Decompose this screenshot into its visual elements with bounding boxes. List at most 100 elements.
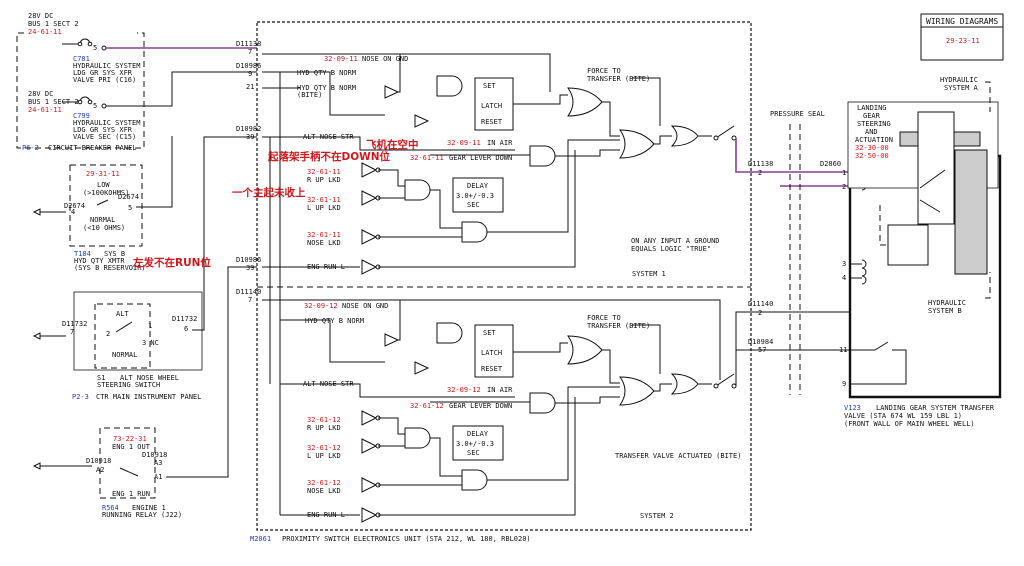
s1-air: IN AIR [487,139,513,147]
relay-run: ENG 1 RUN [112,490,150,498]
in-wire6: D11140 [236,288,261,296]
cb-panel-ref: P6-2 [22,144,39,152]
lg-ref1: 32-30-00 [855,144,889,152]
in-wire2: D10986 [236,62,261,70]
xmtr-desc3: (SYS B RESERVOIR) [74,264,146,272]
relay-wire2: D10918 [142,451,167,459]
cb1-voltage: 28V DC [28,12,53,20]
cb1-ref: 24-61-11 [28,28,62,36]
xmtr-low: LOW [97,181,110,189]
coil-2 [861,259,867,285]
lg2: GEAR [863,112,881,120]
steer-desc1: ALT NOSE WHEEL [120,374,179,382]
steer-nc: 3 NC [142,339,159,347]
xmtr-ground-arrow [32,208,66,216]
s1-hyd: HYD QTY B NORM [297,69,356,77]
out-wire4: D10984 [748,338,773,346]
hyd-a1: HYDRAULIC [940,76,978,84]
s1-n-ref: 32-61-11 [307,231,341,239]
pseu-name: PROXIMITY SWITCH ELECTRONICS UNIT (STA 2… [282,535,531,543]
steer-panel [73,291,203,371]
s2-l-ref: 32-61-12 [307,444,341,452]
relay-ref: 73-22-31 [113,435,147,443]
in-wire5: D10986 [236,256,261,264]
relay-a3: A3 [154,459,162,467]
s1-set: SET [483,82,496,90]
s1-n: NOSE LKD [307,239,341,247]
xmtr-wire2: D2674 [118,193,139,201]
feed-wire-2 [106,71,262,107]
s2-delay [452,425,504,461]
lg5: ACTUATION [855,136,893,144]
steer-switch-outline [94,303,151,369]
s1-l-ref: 32-61-11 [307,196,341,204]
pressure-seal: PRESSURE SEAL [770,110,825,118]
xmtr-wire1: D2674 [64,202,85,210]
s2-nog-ref: 32-09-12 [304,302,338,310]
cb2-pin: 5 [93,102,97,110]
relay-a1: A1 [154,473,162,481]
s2-reset: RESET [481,365,503,373]
relay-outline [99,427,156,499]
relay-desc2: RUNNING RELAY (J22) [102,511,182,519]
system2-label: SYSTEM 2 [640,512,674,520]
s2-lever-ref: 32-61-12 [410,402,444,410]
cb2-id: C799 [73,112,90,120]
steer-panel-ref: P2-3 [72,393,89,401]
note-in-air: 飞机在空中 [366,138,419,151]
valve-pin3: 3 [842,260,846,268]
relay-label: ENG 1 OUT [112,443,151,451]
s1-bite: (BITE) [297,91,322,99]
s1-nog: NOSE ON GND [362,55,408,63]
logic-note1: ON ANY INPUT A GROUND [631,237,720,245]
system1-label: SYSTEM 1 [632,270,666,278]
steer-wire2: D11732 [172,315,197,323]
cb1-symbol [62,38,91,45]
valve-spool [917,111,955,225]
steer-id: S1 [97,374,105,382]
s1-nog-ref: 32-09-11 [324,55,358,63]
hyd-b1: HYDRAULIC [928,299,966,307]
out-pin1: 2 [758,169,762,177]
header-title: WIRING DIAGRAMS [926,17,998,26]
out-pin4: 57 [758,346,766,354]
relay-id: R564 [102,504,119,512]
steer-panel-name: CTR MAIN INSTRUMENT PANEL [96,393,201,401]
s2-lever: GEAR LEVER DOWN [449,402,512,410]
s2-nog: NOSE ON GND [342,302,388,310]
s2-delay2: 3.0+/-0.3 [456,440,494,448]
s1-hyd2: HYD QTY B NORM [297,84,356,92]
cb2-desc3: VALVE SEC (C15) [73,133,136,141]
cb2-desc1: HYDRAULIC SYSTEM [73,119,140,127]
xmtr-low2: (>100KOHMS) [83,189,129,197]
out-wire2: D2860 [820,160,841,168]
cb1-desc3: VALVE PRI (C16) [73,76,136,84]
steer-pin6: 6 [184,325,188,333]
xmtr-normal: NORMAL [90,216,115,224]
cb2-bus: BUS 1 SECT 2 [28,98,79,106]
s1-reset: RESET [481,118,503,126]
s2-r: R UP LKD [307,424,341,432]
s1-air-ref: 32-09-11 [447,139,481,147]
xmtr-pin5: 5 [128,204,132,212]
header-box [920,13,1004,61]
s2-force1: FORCE TO [587,314,621,322]
cb1-desc2: LDG GR SYS XFR [73,69,133,77]
cb2-voltage: 28V DC [28,90,53,98]
relay-a2: A2 [96,466,104,474]
cb-panel-name: CIRCUIT BREAKER PANEL [48,144,137,152]
note-lever: 起落架手柄不在DOWN位 [267,150,391,163]
selector-block [887,224,929,266]
xmtr-desc1: SYS B [104,250,125,258]
valve-desc3: (FRONT WALL OF MAIN WHEEL WELL) [844,420,975,428]
lg4: AND [865,128,878,136]
s1-delay3: SEC [467,201,480,209]
s1-l: L UP LKD [307,204,341,212]
s2-air-ref: 32-09-12 [447,386,481,394]
in-pin3: 21 [246,83,254,91]
in-pin1: 7 [248,48,252,56]
s2-latch [474,324,514,378]
steer-alt: ALT [116,310,129,318]
s2-actuated: TRANSFER VALVE ACTUATED (BITE) [615,452,741,460]
in-wire1: D11138 [236,40,261,48]
